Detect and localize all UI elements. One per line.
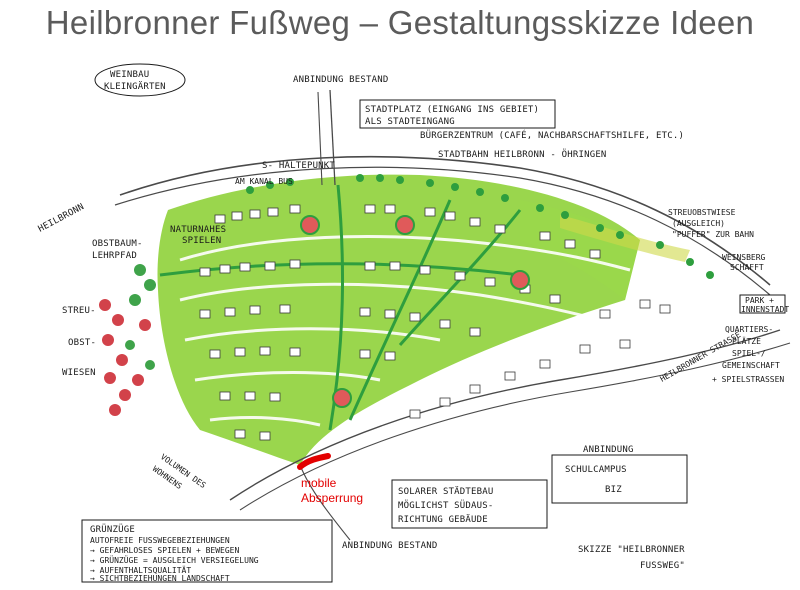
label-weinbau-1: WEINBAU	[110, 70, 149, 80]
label-weinsberg-2: SCHAFFT	[730, 263, 764, 272]
label-solarer-3: RICHTUNG GEBÄUDE	[398, 514, 488, 525]
label-naturnahes-2: SPIELEN	[182, 236, 221, 246]
label-absperrung: Absperrung	[301, 491, 363, 505]
label-quartier-2: PLÄTZE	[732, 336, 761, 346]
mobile-barrier-marker	[297, 453, 331, 470]
label-anbindung-right: ANBINDUNG	[583, 445, 634, 455]
label-streuobstwiese-3: "PUFFER" ZUR BAHN	[672, 230, 754, 239]
label-gruenzuege-title: GRÜNZÜGE	[90, 524, 135, 535]
road-north-2	[317, 91, 323, 186]
label-stadtbahn: STADTBAHN HEILBRONN - ÖHRINGEN	[438, 149, 607, 160]
internal-streets	[179, 235, 631, 427]
label-buergerzentrum: BÜRGERZENTRUM (CAFÉ, NACHBARSCHAFTSHILFE…	[420, 129, 684, 141]
label-weinsberg-1: WEINSBERG	[722, 253, 766, 262]
house-blocks	[199, 204, 671, 441]
label-schulcampus-1: SCHULCAMPUS	[565, 465, 627, 475]
rail-line	[119, 155, 771, 286]
label-streuobstwiese-1: STREUOBSTWIESE	[668, 208, 736, 217]
label-quartier-3: SPIEL-/	[732, 349, 766, 358]
rail-line-2	[114, 166, 771, 296]
label-obstbaum-2: LEHRPFAD	[92, 251, 137, 261]
label-streuobst-3: WIESEN	[62, 368, 96, 378]
road-north	[329, 89, 336, 186]
label-skizze-2: FUSSWEG"	[640, 561, 685, 571]
label-stadtplatz-2: ALS STADTEINGANG	[365, 117, 455, 127]
label-weinbau-2: KLEINGÄRTEN	[104, 81, 166, 92]
label-haltepunkt: S- HALTEPUNKT	[262, 161, 335, 171]
label-streuobstwiese-2: (AUSGLEICH)	[672, 219, 725, 228]
label-am-kanal-bus: AM KANAL BUS	[235, 177, 293, 186]
orchard-trees	[99, 264, 156, 416]
label-streuobst-1: STREU-	[62, 306, 96, 316]
label-gruenzuege-4: → AUFENTHALTSQUALITÄT	[90, 565, 191, 575]
label-obstbaum-1: OBSTBAUM-	[92, 239, 143, 249]
label-gruenzuege-5: → SICHTBEZIEHUNGEN LANDSCHAFT	[90, 574, 230, 583]
label-anbindung-bottom: ANBINDUNG BESTAND	[342, 541, 438, 551]
page-title: Heilbronner Fußweg – Gestaltungsskizze I…	[45, 4, 755, 41]
label-heilbronn: HEILBRONN	[37, 202, 86, 235]
label-quartier-4: GEMEINSCHAFT	[722, 361, 780, 370]
label-gruenzuege-3: → GRÜNZÜGE = AUSGLEICH VERSIEGELUNG	[90, 555, 259, 565]
quarter-square-trees	[300, 215, 530, 408]
avenue-trees	[246, 174, 714, 279]
label-quartier-5: + SPIELSTRASSEN	[712, 375, 784, 384]
label-anbindung-top: ANBINDUNG BESTAND	[293, 75, 389, 85]
label-streuobst-2: OBST-	[68, 338, 96, 348]
label-skizze-1: SKIZZE "HEILBRONNER	[578, 545, 685, 555]
label-solarer-1: SOLARER STÄDTEBAU	[398, 486, 494, 497]
label-gruenzuege-2: → GEFAHRLOSES SPIELEN + BEWEGEN	[90, 546, 239, 555]
label-stadtplatz-1: STADTPLATZ (EINGANG INS GEBIET)	[365, 105, 539, 115]
label-gruenzuege-1: AUTOFREIE FUSSWEGEBEZIEHUNGEN	[90, 536, 230, 545]
label-quartier-1: QUARTIERS-	[725, 325, 773, 334]
green-strip-east	[520, 200, 640, 300]
label-boxes	[81, 63, 786, 583]
road-south-2	[239, 342, 791, 511]
label-schulcampus-2: BIZ	[605, 485, 622, 495]
label-park-1: PARK +	[745, 296, 774, 305]
label-naturnahes-1: NATURNAHES	[170, 225, 226, 235]
label-park-2: INNENSTADT	[741, 305, 789, 314]
road-to-bottom	[299, 464, 351, 541]
road-south	[229, 329, 781, 501]
green-streuobst-band	[560, 215, 690, 262]
label-mobile: mobile	[301, 476, 337, 490]
label-solarer-2: MÖGLICHST SÜDAUS-	[398, 500, 494, 511]
